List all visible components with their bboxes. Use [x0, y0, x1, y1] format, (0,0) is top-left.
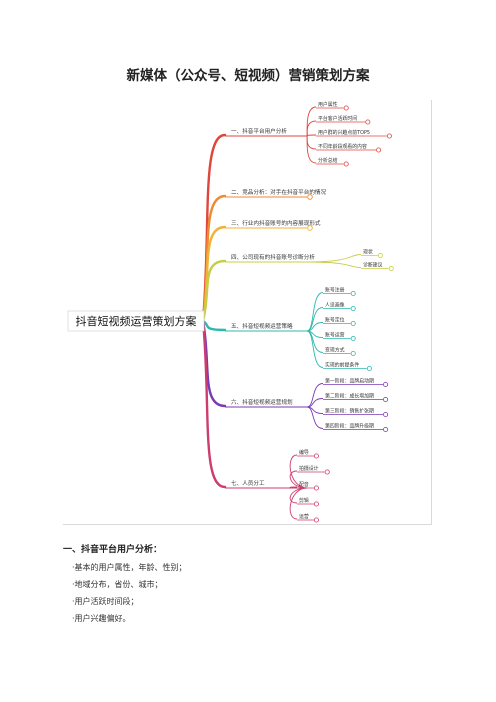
child-end-dot — [343, 161, 349, 167]
mindmap-image: 一、抖音平台用户分析 用户属性平台客户活跃时间用户群的兴趣点前TOP5 不同年龄段观… — [63, 100, 432, 525]
child-connector — [306, 330, 324, 353]
branch-label: 一、抖音平台用户分析 — [231, 127, 287, 135]
bullet-item: ·用户兴趣偏好。 — [72, 614, 131, 623]
child-connector — [306, 330, 324, 368]
child-label: 第一阶段：品牌启动期 — [325, 377, 374, 384]
branch-label: 五、抖音短视频运营策略 — [231, 322, 293, 330]
child-end-dot — [388, 265, 394, 271]
child-label: 实现的前提条件 — [325, 361, 359, 368]
branch-label: 四、公司现有的抖音账号诊断分析 — [231, 253, 315, 261]
child-connector — [289, 454, 308, 489]
branch-label: 七、人员分工 — [231, 479, 265, 487]
branch-connector — [201, 319, 227, 332]
child-label: 账号定位 — [325, 316, 345, 323]
child-end-dot — [313, 517, 319, 523]
child-end-dot — [350, 335, 356, 341]
branch-connector — [201, 259, 227, 323]
child-end-dot — [376, 147, 382, 153]
child-label: 编导 — [299, 449, 309, 456]
child-label: 配音 — [299, 481, 309, 488]
child-connector — [306, 134, 317, 137]
child-connector — [306, 383, 324, 408]
child-label: 账号注册 — [325, 286, 345, 293]
child-connector — [289, 487, 308, 520]
child-end-dot — [365, 119, 371, 125]
child-end-dot — [350, 350, 356, 356]
child-connector — [306, 292, 324, 332]
root-node-box — [67, 310, 205, 332]
child-end-dot — [313, 485, 319, 491]
child-label: 不同年龄段观看的内容 — [318, 143, 367, 150]
child-connector — [306, 406, 324, 429]
child-label: 第四阶段：品牌升级期 — [325, 422, 374, 429]
child-end-dot — [383, 396, 389, 402]
child-connector — [289, 470, 308, 489]
bullet-item: ·用户活跃时间段； — [72, 597, 139, 606]
child-end-dot — [350, 305, 356, 311]
child-end-dot — [383, 381, 389, 387]
child-label: 现状 — [363, 248, 373, 255]
child-label: 用户属性 — [318, 101, 338, 108]
child-label: 诊断建议 — [363, 261, 383, 268]
child-label: 人设画像 — [325, 301, 345, 308]
child-end-dot — [313, 453, 319, 459]
child-end-dot — [366, 365, 372, 371]
branch-label: 三、行业内抖音账号的内容展现形式 — [231, 219, 321, 227]
child-connector — [306, 135, 317, 164]
child-connector — [306, 261, 362, 268]
bullet-list: ·基本的用户属性，年龄、性别； ·地域分布，省份、城市； ·用户活跃时间段； ·… — [72, 559, 187, 627]
branch-connector — [201, 319, 227, 489]
child-end-dot — [343, 105, 349, 111]
child-label: 平台客户活跃时间 — [318, 115, 357, 122]
child-label: 变现方式 — [325, 346, 345, 353]
child-connector — [306, 307, 324, 332]
child-end-dot — [383, 411, 389, 417]
bullet-item: ·基本的用户属性，年龄、性别； — [72, 563, 187, 572]
child-end-dot — [383, 426, 389, 432]
child-label: 运营 — [299, 513, 309, 520]
section-heading: 一、抖音平台用户分析： — [63, 545, 163, 555]
child-label: 用户群的兴趣点前TOP5 — [318, 129, 370, 136]
child-end-dot — [386, 133, 392, 139]
child-end-dot — [350, 320, 356, 326]
child-end-dot — [350, 290, 356, 296]
child-label: 账号运营 — [325, 331, 345, 338]
branch-end-dot — [307, 225, 313, 231]
child-label: 剪辑 — [299, 497, 309, 504]
root-node-label: 抖音短视频运营策划方案 — [76, 314, 197, 328]
bullet-item: ·地域分布，省份、城市； — [72, 580, 163, 589]
child-end-dot — [377, 252, 383, 258]
branch-label: 六、抖音短视频运营规划 — [231, 398, 293, 406]
child-label: 拍摄设计 — [299, 465, 319, 472]
child-connector — [306, 135, 317, 150]
child-label: 分析总结 — [318, 157, 338, 164]
child-end-dot — [324, 469, 330, 475]
branch-end-dot — [307, 194, 313, 200]
branch-label: 二、竞品分析：对手在抖音平台的情况 — [231, 188, 327, 196]
child-label: 第二阶段：成长增加期 — [325, 392, 374, 399]
child-end-dot — [313, 501, 319, 507]
child-connector — [306, 120, 317, 137]
child-connector — [306, 254, 362, 263]
document-title: 新媒体（公众号、短视频）营销策划方案 — [126, 68, 370, 84]
child-label: 第三阶段：销售扩张期 — [325, 407, 374, 414]
